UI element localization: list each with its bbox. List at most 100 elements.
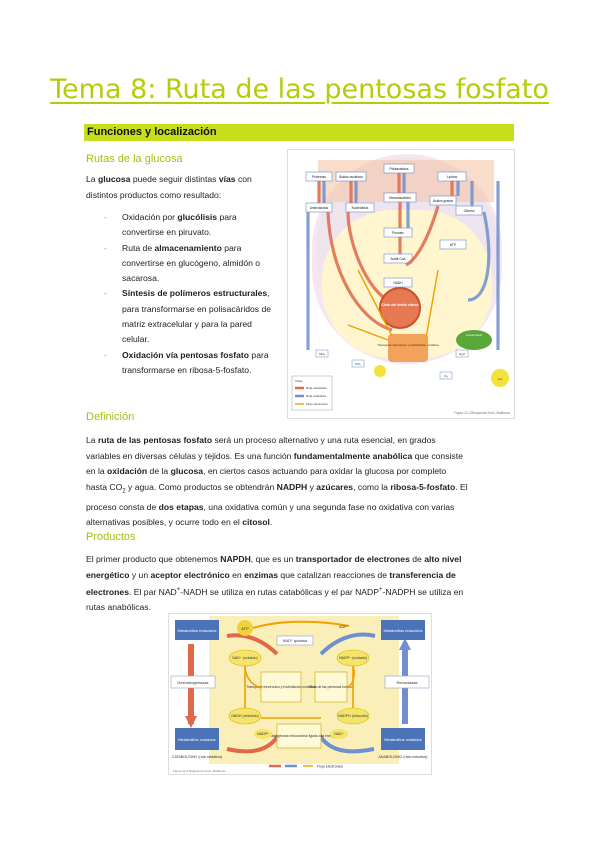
text-run: y (307, 481, 317, 492)
text-run: en la (86, 466, 108, 476)
label-met-red-left: Metabolitos reducidos (178, 628, 217, 633)
label-atp: ATP (241, 626, 249, 631)
legend-anabolica: Ruta anabólica (306, 394, 326, 398)
label-transporte: Transporte electrónico y fosforilación o… (246, 685, 316, 689)
text-line: proceso consta de dos etapas, una oxidat… (86, 500, 516, 516)
label-acidos-nucleicos: Ácidos nucleicos (339, 175, 363, 179)
definicion-paragraph: La ruta de las pentosas fosfato será un … (86, 433, 516, 531)
label-polisacaridos: Polisacáridos (390, 167, 409, 171)
label-catabolismo: CATABOLISMO (ruta oxidativa) (172, 755, 222, 759)
section-bar: Funciones y localización (84, 124, 514, 141)
text-run: en (229, 569, 245, 580)
label-fotosintesis: Fotosíntesis (466, 333, 483, 337)
text-run: transportador de electrones (295, 554, 410, 564)
rutas-list: Oxidación por glucólisis para convertirs… (104, 210, 280, 378)
label-glicerol: Glicerol (464, 209, 475, 213)
text-run: fundamentalmente anabólica (293, 450, 413, 461)
figure-1-caption: Figura 12-3 Bioquímica Horii, Matthews (454, 411, 510, 415)
label-luz: Luz (498, 377, 503, 381)
text-run: , como la (353, 481, 391, 492)
list-item: Síntesis de polímeros estructurales, par… (104, 286, 280, 347)
nad-nadp-figure: Metabolitos reducidos Metabolitos reduci… (168, 613, 432, 775)
text-run: NAPDH (220, 554, 251, 564)
text-run: azúcares (316, 481, 354, 492)
legend-title: Clave (295, 379, 303, 383)
text-run: La (86, 435, 98, 445)
text-line: hasta CO2 y agua. Como productos se obte… (86, 480, 516, 500)
text-line: variables en diversas células y tejidos.… (86, 449, 516, 465)
text-run: rutas anabólicas. (86, 602, 151, 613)
text-run: y un (129, 569, 151, 580)
text-run: alternativas posibles, y ocurre todo en … (86, 517, 243, 528)
label-flujo: Flujo electrónico (317, 765, 343, 769)
label-co2: CO₂ (355, 362, 362, 366)
legend-flujo: Flujo electrónico (306, 402, 328, 406)
text-line: La ruta de las pentosas fosfato será un … (86, 433, 516, 449)
heading-rutas: Rutas de la glucosa (86, 153, 183, 165)
text-run: . (269, 517, 273, 528)
list-item: Oxidación por glucólisis para convertirs… (104, 210, 280, 241)
section-bar-label: Funciones y localización (87, 126, 217, 138)
heading-productos: Productos (86, 531, 136, 543)
label-piruvato: Piruvato (392, 231, 404, 235)
text-run: electrones (86, 586, 129, 597)
text-run: de (409, 554, 425, 564)
heading-definicion: Definición (86, 411, 135, 423)
text-run: + (176, 587, 181, 593)
text-run: El primer producto que obtenemos (86, 554, 221, 564)
text-run: NADPH (276, 481, 308, 492)
label-acidos-grasos: Ácidos grasos (433, 199, 453, 203)
label-met-ox-left: Metabolitos oxidados (178, 737, 216, 742)
text-run: será un proceso alternativo y una ruta e… (212, 435, 436, 445)
label-ciclo: Ciclo del ácido cítrico (381, 303, 419, 307)
label-atp: ATP (450, 243, 456, 247)
label-monosacaridos: Monosacáridos (389, 196, 411, 200)
text-run: -NADH se utiliza en rutas catabólicas y … (180, 586, 379, 597)
productos-paragraph: El primer producto que obtenemos NAPDH, … (86, 552, 516, 616)
text-line: alternativas posibles, y ocurre todo en … (86, 515, 516, 531)
label-reductasas: Reductasas (396, 680, 417, 685)
label-lipidos: Lípidos (447, 175, 458, 179)
figure-2-caption: Figura 12-4 Bioquímica Horii, Matthews (173, 769, 226, 773)
rutas-intro: La glucosa puede seguir distintas vías c… (86, 174, 252, 200)
text-run: enzimas (244, 569, 279, 580)
label-nadph-red: NADPH (reducido) (338, 714, 368, 718)
text-run: dos etapas (158, 501, 204, 512)
label-nadh: NADH (393, 281, 403, 285)
label-anabolismo: ANABOLISMO (ruta reductiva) (379, 755, 428, 759)
text-run: citosol (242, 517, 270, 528)
text-run: glucosa (170, 466, 204, 476)
label-nucleotidos: Nucleótidos (352, 206, 369, 210)
text-run: . El par NAD (129, 586, 177, 597)
text-run: , una oxidativa común y una segunda fase… (203, 501, 455, 512)
label-nh3: NH₃ (319, 352, 325, 356)
text-run: + (378, 587, 383, 593)
text-run: 2 (122, 488, 126, 495)
text-run: , que es un (250, 554, 296, 564)
text-run: que consiste (412, 450, 463, 461)
text-run: variables en diversas células y tejidos.… (86, 450, 294, 461)
label-o2: O₂ (444, 374, 448, 378)
text-line: en la oxidación de la glucosa, en cierto… (86, 464, 516, 480)
text-run: hasta CO (86, 481, 123, 492)
label-aminoacidos: Aminoácidos (310, 206, 329, 210)
legend-catabolica: Ruta catabólica (306, 386, 327, 390)
label-proteinas: Proteínas (312, 175, 326, 179)
text-run: energético (86, 569, 130, 580)
text-line: El primer producto que obtenemos NAPDH, … (86, 552, 516, 568)
text-run: transferencia de (389, 569, 456, 580)
text-run: , en ciertos casos actuando para oxidar … (203, 466, 447, 476)
text-run: proceso consta de (86, 501, 159, 512)
label-nad-quinasa: NAD⁺ quinasa (283, 639, 308, 643)
label-nad: NAD⁺ (334, 732, 344, 736)
list-item: Ruta de almacenamiento para convertirse … (104, 241, 280, 287)
text-run: aceptor electrónico (150, 569, 230, 580)
text-run: y agua. Como productos se obtendrán (125, 481, 277, 492)
text-run: ruta de las pentosas fosfato (97, 435, 213, 445)
label-transporte: Transporte electrónico y fosforilación o… (377, 343, 439, 347)
label-met-red-right: Metabolitos reducidos (384, 628, 423, 633)
text-line: energético y un aceptor electrónico en e… (86, 568, 516, 584)
text-run: -NADPH se utiliza en (382, 586, 464, 597)
text-run: . El (455, 481, 468, 492)
